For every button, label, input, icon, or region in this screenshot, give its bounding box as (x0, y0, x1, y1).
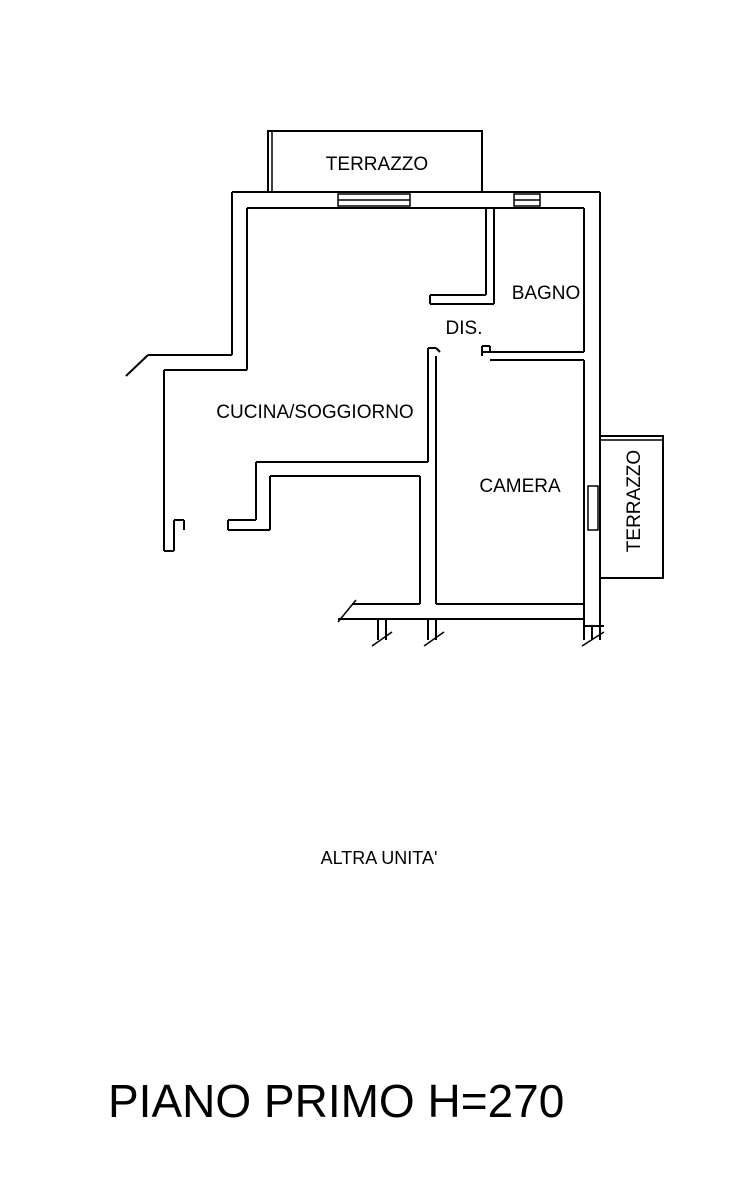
bathroom-label: BAGNO (512, 283, 581, 304)
bedroom-label: CAMERA (479, 476, 561, 497)
bedroom-left-wall (227, 347, 441, 604)
terrace-right-label: TERRAZZO (624, 450, 645, 552)
bathroom-walls (429, 208, 495, 305)
top-windows (337, 193, 541, 207)
other-unit-label: ALTRA UNITA' (321, 848, 438, 868)
hallway-label: DIS. (446, 318, 483, 339)
terrace-right (587, 435, 664, 579)
outer-walls (231, 191, 601, 632)
bedroom-top-wall (481, 345, 584, 361)
terrace-top-label: TERRAZZO (326, 154, 428, 175)
floor-title: PIANO PRIMO H=270 (108, 1075, 565, 1127)
bottom-walls (337, 599, 605, 647)
living-room-label: CUCINA/SOGGIORNO (216, 402, 413, 423)
left-wall (125, 354, 247, 552)
